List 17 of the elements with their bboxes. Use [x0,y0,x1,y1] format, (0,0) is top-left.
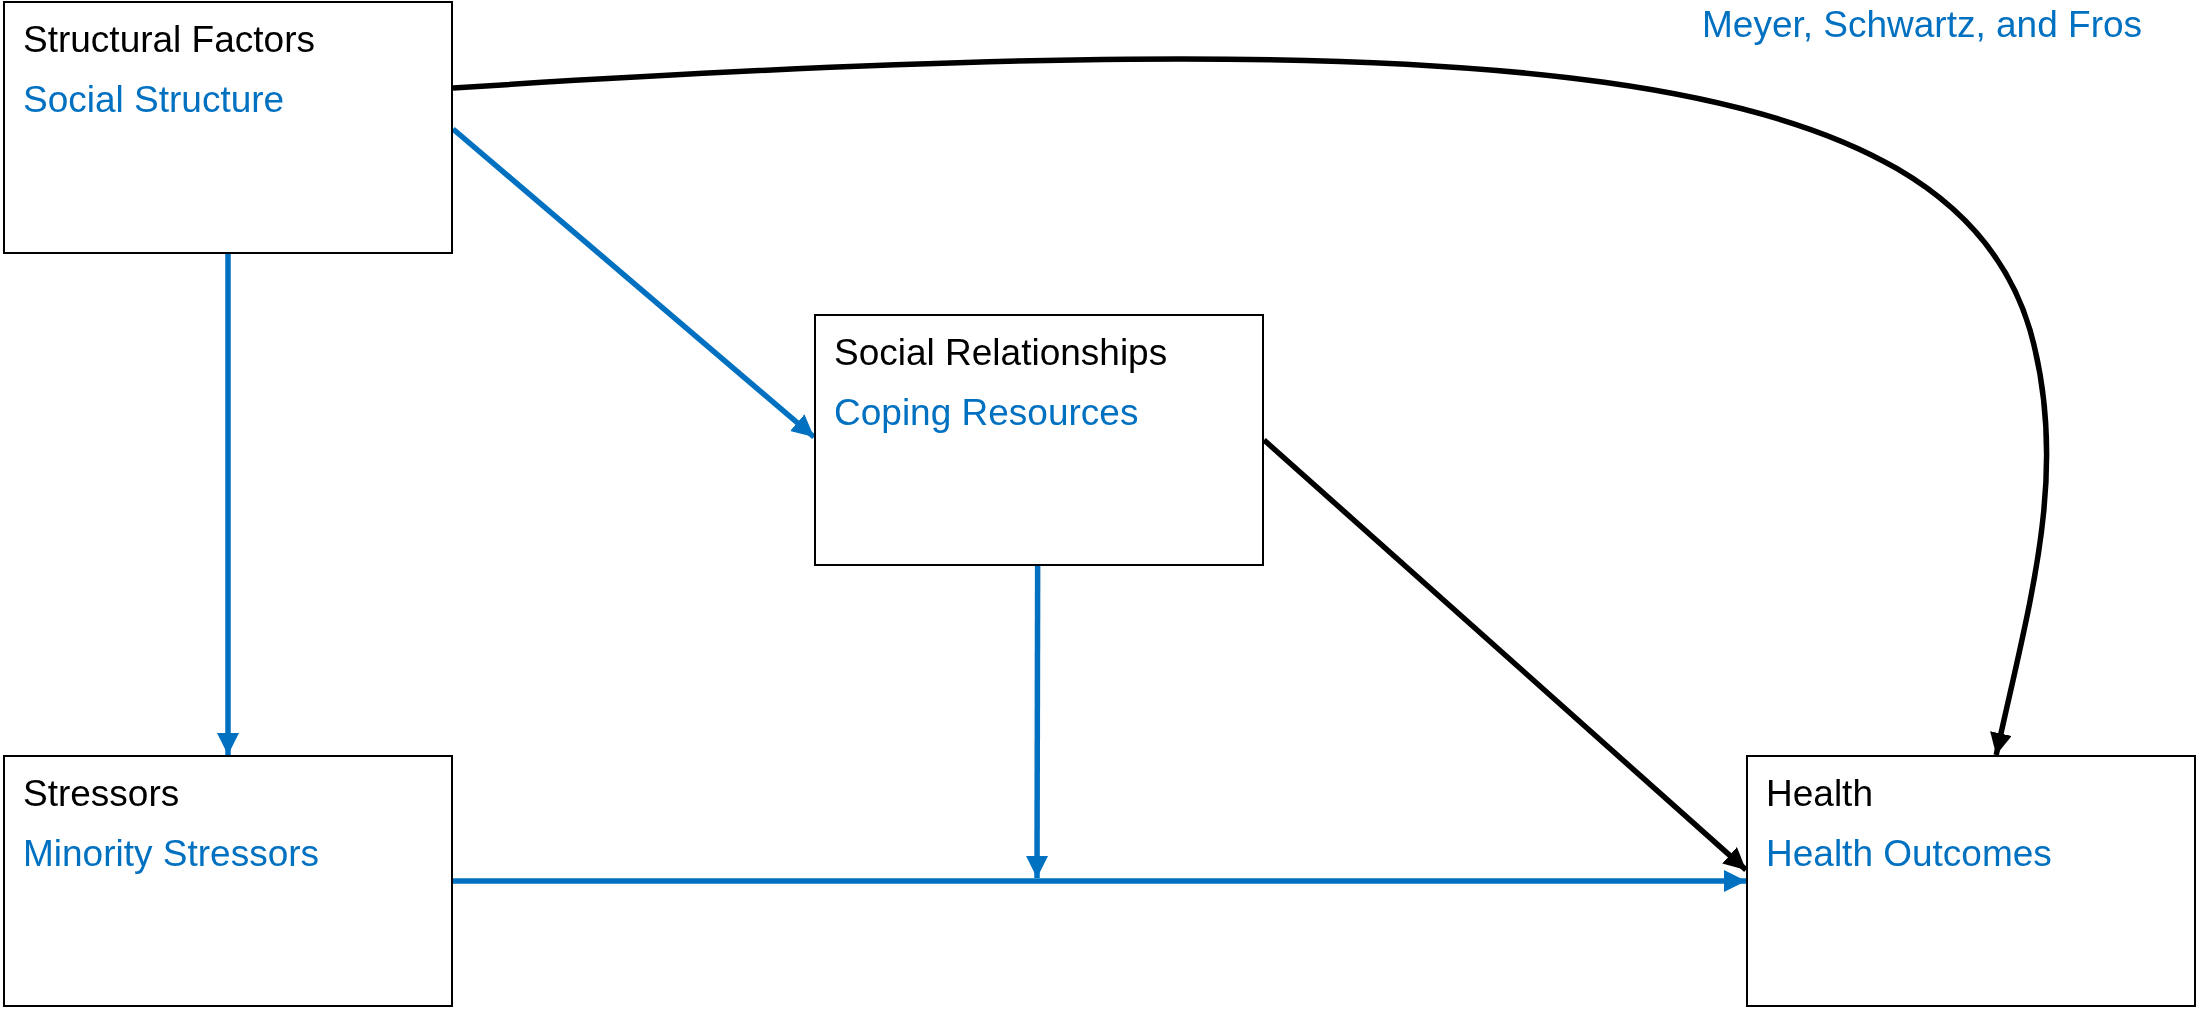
concept-box [3,1,453,254]
box-subtitle: Health Outcomes [1766,833,2052,875]
box-title: Structural Factors [23,19,315,61]
citation-text: Meyer, Schwartz, and Fros [1702,4,2143,46]
box-title: Social Relationships [834,332,1168,374]
box-title: Health [1766,773,1873,815]
concept-box [3,755,453,1007]
arrow [217,254,239,755]
box-subtitle: Social Structure [23,79,285,121]
box-subtitle: Minority Stressors [23,833,320,875]
concept-box [814,314,1264,566]
concept-box [1746,755,2196,1007]
box-subtitle: Coping Resources [834,392,1139,434]
arrow [452,56,2050,756]
box-title: Stressors [23,773,180,815]
arrow [1026,566,1049,878]
arrow [453,870,1746,892]
